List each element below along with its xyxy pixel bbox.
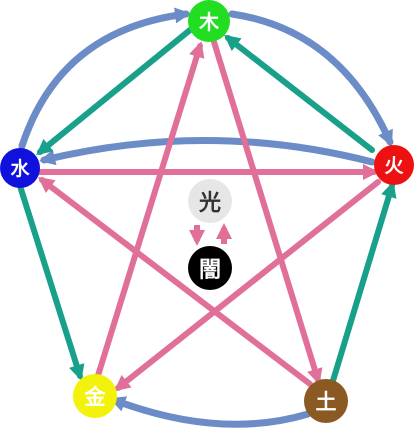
earth-label: 土 — [316, 390, 337, 414]
arrow-fire-to-metal — [114, 179, 381, 392]
arrow-earth-to-water — [38, 176, 313, 387]
node-earth: 土 — [304, 379, 348, 423]
node-wood: 木 — [188, 0, 230, 42]
outer-cycle-arrows — [18, 7, 394, 428]
fire-circle — [374, 145, 414, 185]
node-light: 光 — [188, 179, 232, 223]
light-circle — [188, 179, 232, 223]
arrow-fire-to-water-top — [39, 137, 376, 166]
fire-label: 火 — [384, 155, 404, 177]
water-circle — [0, 148, 40, 188]
node-dark: 闇 — [188, 246, 232, 290]
wood-circle — [188, 0, 230, 42]
node-fire: 火 — [374, 145, 414, 185]
metal-label: 金 — [84, 385, 107, 409]
light-dark-arrows — [189, 223, 232, 246]
metal-circle — [73, 374, 117, 418]
arrow-fire-to-wood-inner — [224, 34, 375, 153]
earth-circle — [304, 379, 348, 423]
star-arrows — [33, 39, 381, 392]
water-label: 水 — [10, 158, 30, 180]
arrow-wood-to-earth — [211, 39, 323, 385]
light-label: 光 — [198, 191, 221, 216]
arrow-earth-to-metal-bottom — [109, 396, 312, 428]
arrow-water-to-wood-outer — [18, 7, 191, 150]
node-water: 水 — [0, 148, 40, 188]
arrow-water-to-metal-inner — [17, 183, 85, 381]
arrow-wood-to-water-inner — [36, 27, 193, 156]
arrow-earth-to-fire-inner — [329, 181, 397, 387]
wood-label: 木 — [198, 10, 220, 34]
dark-circle — [188, 246, 232, 290]
arrow-wood-to-fire-outer — [228, 10, 394, 147]
arrow-metal-to-wood — [93, 41, 205, 385]
inner-cycle-arrows — [17, 27, 397, 387]
node-metal: 金 — [73, 374, 117, 418]
dark-label: 闇 — [199, 258, 221, 283]
